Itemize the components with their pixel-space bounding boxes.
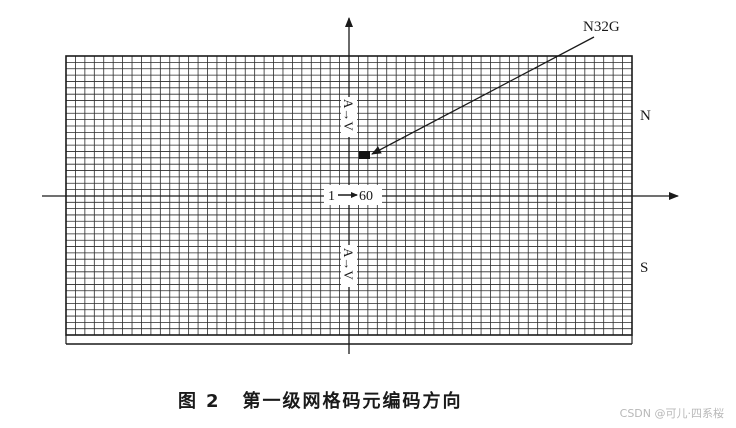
south-vertical-label: A→V [341, 248, 356, 280]
north-label: N [640, 108, 651, 124]
range-end-label: 60 [359, 189, 373, 204]
pointer-arrow [371, 36, 595, 155]
grid-coding-diagram: 1 60 A→V A→V N32G N S [42, 17, 679, 354]
caption-figure-number: 2 [206, 391, 221, 412]
highlighted-cell [359, 151, 370, 159]
cell-code-label: N32G [583, 19, 620, 35]
south-label: S [640, 260, 648, 276]
watermark: CSDN @可儿·四系桜 [619, 407, 724, 420]
south-vertical-label-background [341, 245, 357, 287]
range-start-label: 1 [328, 189, 335, 204]
north-vertical-label-background [341, 97, 357, 137]
caption-figure-label: 图 [178, 391, 198, 412]
north-vertical-label: A→V [341, 99, 356, 131]
caption-title: 第一级网格码元编码方向 [242, 391, 463, 412]
